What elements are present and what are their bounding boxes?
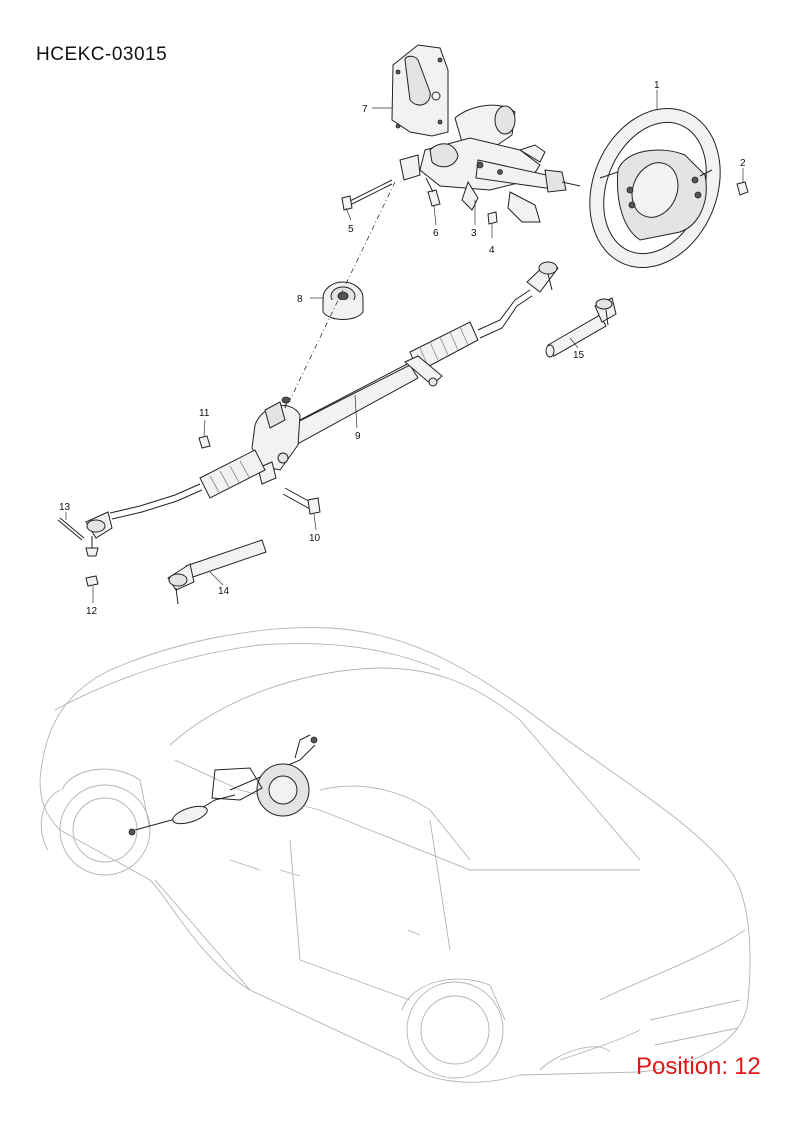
callout-12: 12 [86, 606, 98, 617]
callout-1: 1 [654, 80, 660, 91]
column-cover-part [391, 44, 449, 137]
tie-rod-end-right-part [545, 297, 617, 358]
position-indicator: Position:12 [636, 1053, 761, 1081]
rack-fasteners [57, 435, 321, 587]
callout-2: 2 [740, 158, 746, 169]
callout-5: 5 [348, 224, 354, 235]
position-value: 12 [734, 1053, 761, 1080]
callout-6: 6 [433, 228, 439, 239]
axis-line [289, 181, 396, 401]
boot-seal-part [322, 281, 364, 320]
callout-10: 10 [309, 533, 321, 544]
callout-lines [65, 90, 744, 603]
callout-11: 11 [199, 408, 210, 419]
position-label: Position: [636, 1053, 729, 1080]
callout-8: 8 [297, 294, 303, 305]
callout-14: 14 [218, 586, 230, 597]
callout-4: 4 [489, 245, 495, 256]
callout-13: 13 [59, 502, 71, 513]
diagram-code: HCEKC-03015 [36, 44, 168, 65]
callout-7: 7 [362, 104, 368, 115]
steering-column-part [399, 104, 581, 223]
callout-9: 9 [355, 431, 361, 442]
tie-rod-end-left-part [167, 539, 267, 605]
column-fasteners [341, 177, 749, 225]
steering-wheel-part [589, 108, 721, 268]
callout-15: 15 [573, 350, 585, 361]
callout-3: 3 [471, 228, 477, 239]
steering-rack-part [85, 261, 559, 557]
car-outline [39, 627, 751, 1083]
callout-numbers: 1 2 3 4 5 6 7 8 9 10 11 12 13 14 15 [59, 80, 746, 617]
